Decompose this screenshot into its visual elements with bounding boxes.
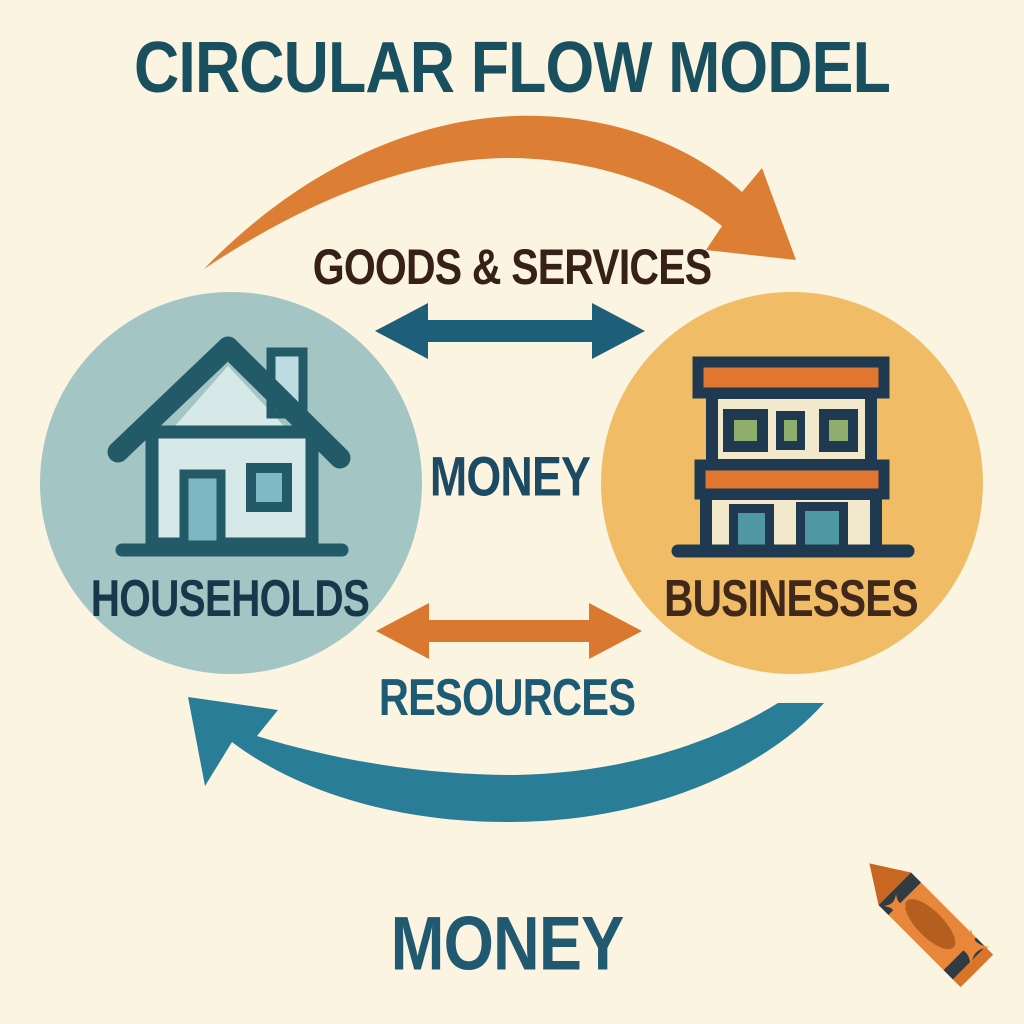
- house-icon: [107, 336, 351, 557]
- resources-label: RESOURCES: [378, 669, 636, 727]
- households-label: HOUSEHOLDS: [90, 570, 370, 628]
- sparkle-icon: [884, 894, 990, 966]
- goods-services-arc-arrow: [204, 115, 796, 269]
- goods-services-double-arrow: [375, 303, 645, 359]
- goods-services-label: GOODS & SERVICES: [312, 239, 712, 295]
- businesses-label: BUSINESSES: [664, 570, 918, 628]
- crayon-icon: [869, 863, 994, 988]
- money-arc-arrow: [188, 697, 824, 823]
- money-middle-label: MONEY: [429, 444, 591, 508]
- money-bottom-label: MONEY: [390, 901, 624, 987]
- building-icon: [671, 356, 915, 558]
- page-title: CIRCULAR FLOW MODEL: [134, 28, 891, 108]
- resources-double-arrow: [376, 603, 642, 659]
